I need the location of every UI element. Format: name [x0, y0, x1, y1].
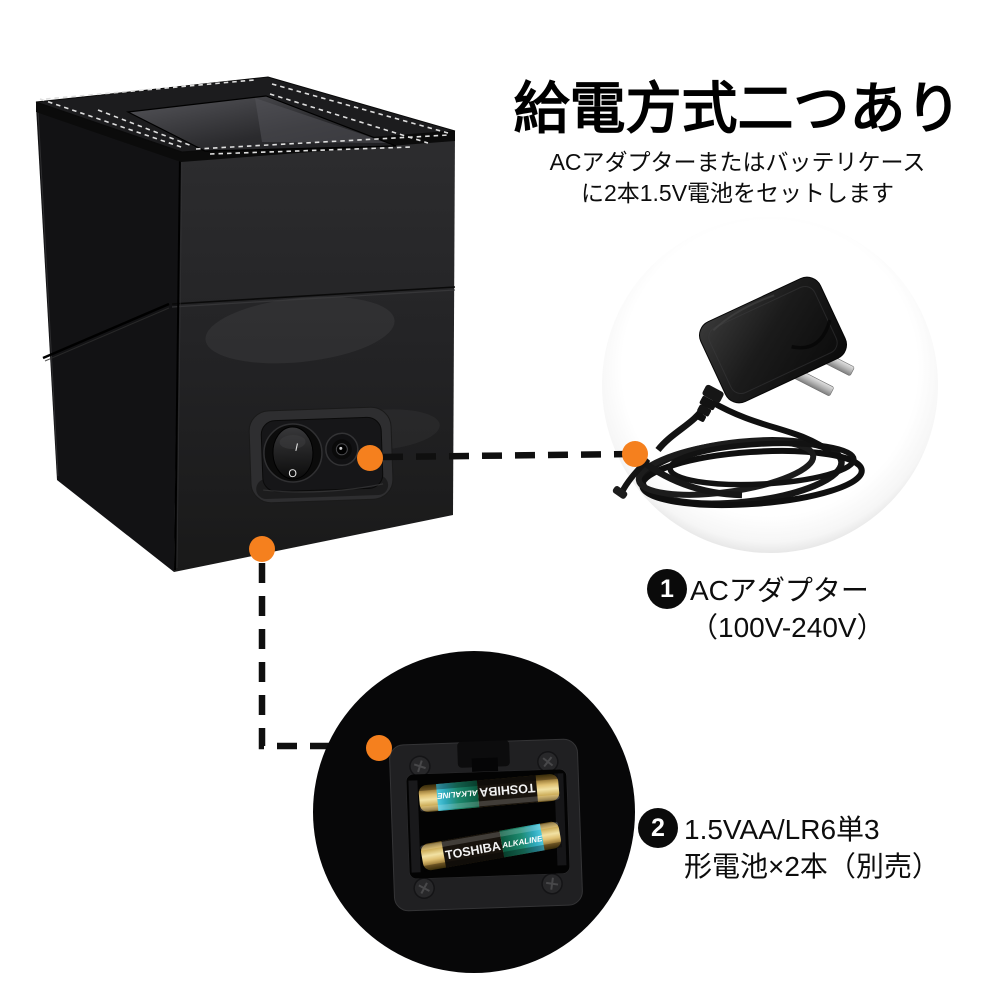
connector-line-battery	[258, 563, 344, 750]
battery-top: TOSHIBA ALKALINE	[418, 773, 560, 812]
callout-label-1: ACアダプター （100V-240V）	[690, 572, 885, 646]
callout-1-line-1: ACアダプター	[690, 575, 869, 606]
callout-2-line-2: 形電池×2本（別売）	[684, 851, 940, 882]
callout-number-1: 1	[660, 574, 674, 603]
subtitle-line-1: ACアダプターまたはバッテリケース	[549, 149, 926, 175]
battery-brand-text: TOSHIBA	[479, 780, 536, 799]
battery-compartment-photo: TOSHIBA ALKALINE TOSHIBA ALKALINE	[313, 651, 635, 973]
stitching	[39, 79, 450, 155]
switch-on-mark: I	[294, 442, 299, 454]
strain-relief	[695, 384, 724, 422]
watch-winder-box: I O	[35, 76, 456, 572]
box-left-face	[36, 106, 180, 572]
lid-seam-right	[171, 286, 456, 305]
callout-number-2: 2	[651, 813, 665, 842]
cord-tip	[612, 486, 628, 499]
battery-type-text: ALKALINE	[436, 788, 479, 801]
callout-badge-1: 1	[647, 569, 687, 609]
connector-line-adapter	[382, 450, 634, 461]
callout-dot-box	[249, 536, 275, 562]
callout-dot-adapter	[622, 441, 648, 467]
dc-jack	[325, 432, 359, 467]
power-switch: I O	[263, 423, 323, 483]
subtitle-line-2: に2本1.5V電池をセットします	[580, 180, 895, 206]
adapter-body	[699, 276, 847, 404]
callout-dot-battery	[366, 735, 392, 761]
compartment-screws	[409, 751, 563, 899]
glass-reflection	[255, 98, 388, 143]
callout-1-line-2: （100V-240V）	[690, 612, 885, 643]
callout-badge-2: 2	[638, 808, 678, 848]
battery-bottom: TOSHIBA ALKALINE	[420, 821, 563, 872]
switch-off-mark: O	[288, 468, 297, 480]
lid-seam-left	[42, 302, 170, 360]
ac-adapter-photo	[602, 217, 938, 553]
callout-label-2: 1.5VAA/LR6単3 形電池×2本（別売）	[684, 811, 940, 885]
page-subtitle: ACアダプターまたはバッテリケース に2本1.5V電池をセットします	[475, 147, 1000, 209]
power-cord	[619, 399, 865, 509]
control-panel: I O	[248, 406, 394, 504]
callout-2-line-1: 1.5VAA/LR6単3	[684, 814, 880, 845]
page-title: 給電方式二つあり	[513, 77, 962, 140]
callout-dot-jack	[357, 445, 383, 471]
